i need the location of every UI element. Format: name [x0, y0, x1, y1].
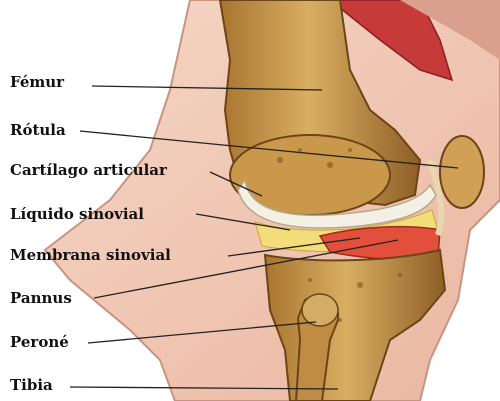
label-perone: Peroné — [10, 333, 69, 351]
label-femur: Fémur — [10, 73, 64, 91]
label-pannus: Pannus — [10, 289, 72, 307]
patella — [440, 136, 484, 208]
label-cartilago-articular: Cartílago articular — [10, 161, 167, 179]
label-tibia: Tibia — [10, 376, 53, 394]
label-membrana-sinovial: Membrana sinovial — [10, 246, 171, 264]
label-rotula: Rótula — [10, 121, 66, 139]
label-liquido-sinovial: Líquido sinovial — [10, 205, 144, 223]
